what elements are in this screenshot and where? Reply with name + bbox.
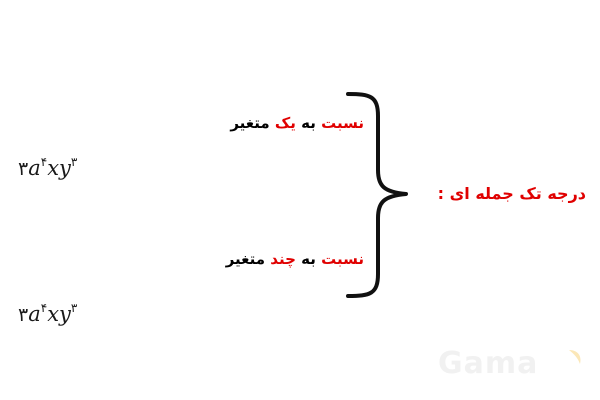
right-curly-brace-icon xyxy=(346,92,408,298)
exponent-a: ۴ xyxy=(40,155,48,169)
watermark-text: Gama xyxy=(438,346,539,381)
branch-single-variable: نسبت به یک متغیر xyxy=(210,114,364,132)
branch-prefix: نسبت xyxy=(321,114,364,132)
watermark-accent-icon xyxy=(569,350,581,364)
branch-suffix: متغیر xyxy=(225,250,266,268)
variable-a: a xyxy=(28,302,41,326)
variable-x: x xyxy=(47,156,60,180)
branch-suffix: متغیر xyxy=(230,114,270,132)
gama-watermark: Gama xyxy=(438,346,588,386)
branch-connector: به xyxy=(301,250,316,268)
coefficient: ۳ xyxy=(18,158,29,180)
exponent-y: ۳ xyxy=(70,301,78,315)
page-title: درجه تک جمله ای : xyxy=(404,184,586,203)
branch-connector: به xyxy=(301,114,316,132)
branch-multiple-variables: نسبت به چند متغیر xyxy=(210,250,364,268)
title-text: درجه تک جمله ای xyxy=(449,184,586,203)
exponent-a: ۴ xyxy=(40,301,48,315)
exponent-y: ۳ xyxy=(70,155,78,169)
branch-prefix: نسبت xyxy=(321,250,364,268)
coefficient: ۳ xyxy=(18,304,29,326)
variable-y: y xyxy=(59,156,71,180)
monomial-expression: ۳a۴xy۳ xyxy=(18,302,77,326)
variable-a: a xyxy=(28,156,41,180)
branch-highlight: یک xyxy=(274,114,296,132)
monomial-expression: ۳a۴xy۳ xyxy=(18,156,77,180)
title-colon: : xyxy=(437,184,445,203)
variable-x: x xyxy=(47,302,60,326)
variable-y: y xyxy=(59,302,71,326)
branch-highlight: چند xyxy=(270,250,296,268)
